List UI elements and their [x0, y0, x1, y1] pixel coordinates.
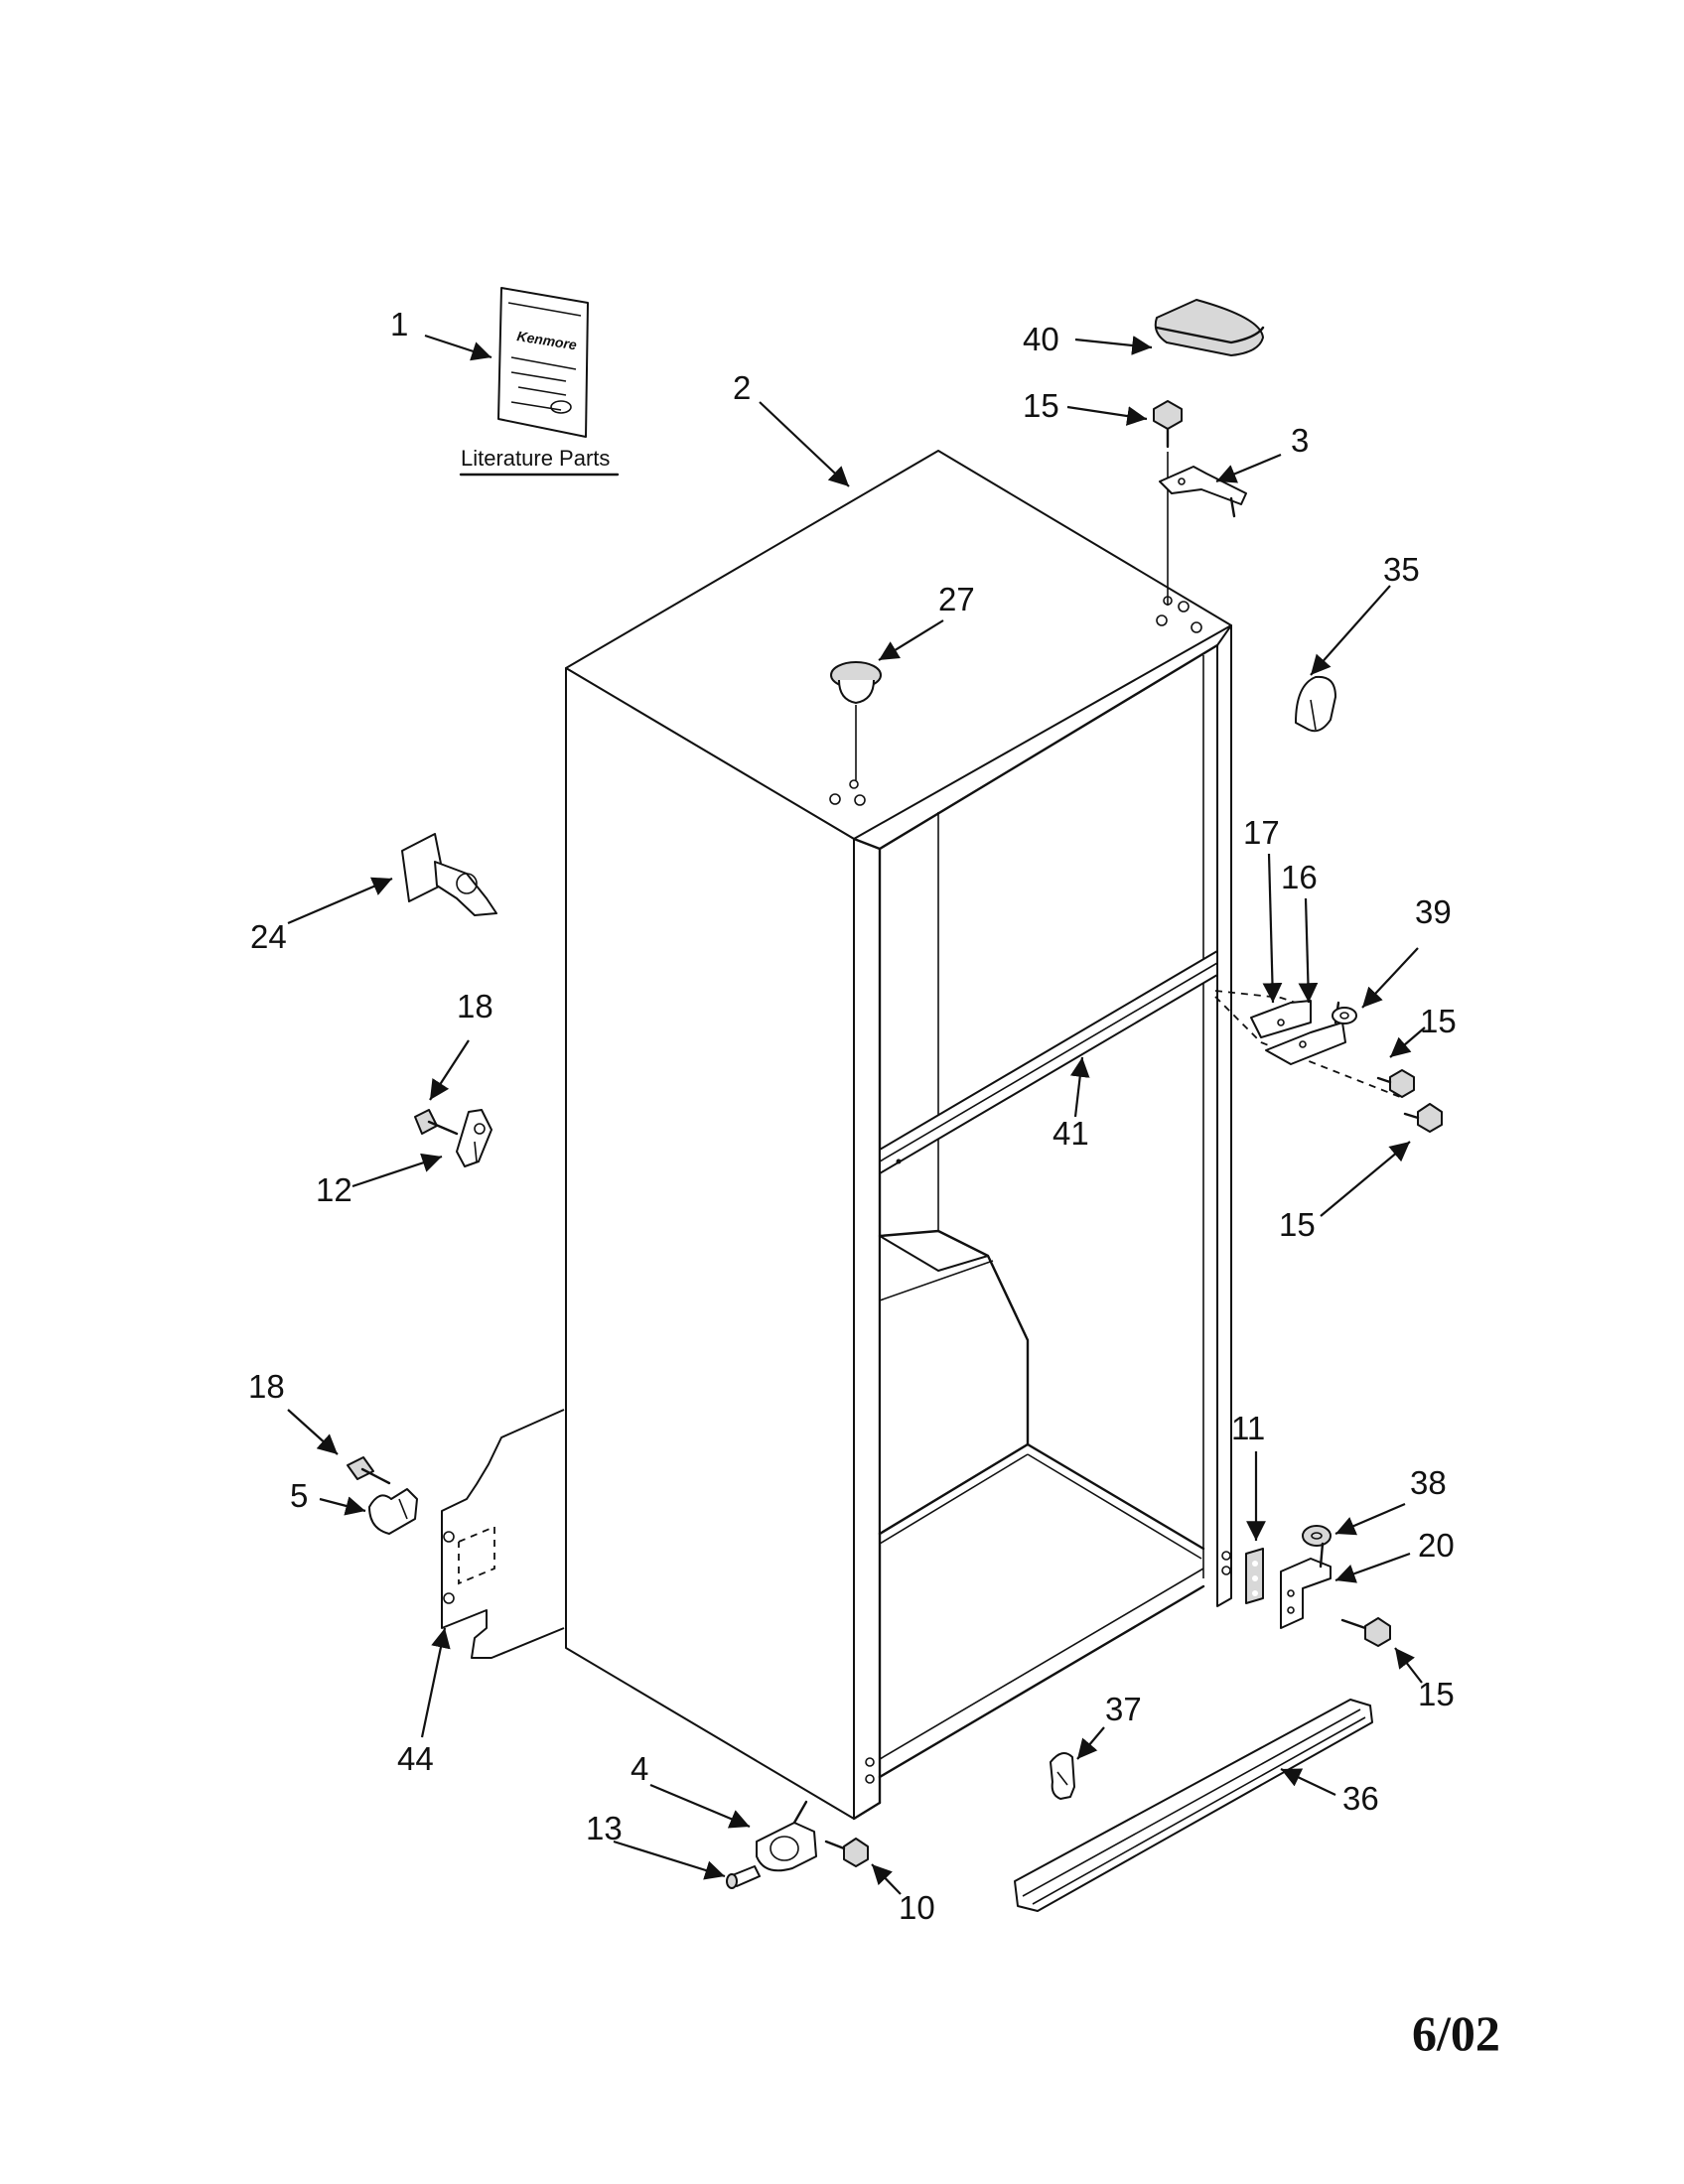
literature-parts-label: Literature Parts [461, 446, 610, 471]
upper-left-bracket [414, 1109, 492, 1167]
lower-left-screw [347, 1456, 391, 1485]
callout-numbers: 1 2 40 15 3 35 27 17 16 39 15 24 18 41 1… [248, 306, 1457, 1926]
callout-36: 36 [1342, 1780, 1379, 1817]
callout-40: 40 [1023, 321, 1059, 357]
bottom-hinge-screw [1340, 1617, 1391, 1647]
callout-15-bottom: 15 [1418, 1676, 1455, 1712]
hinge-cap [1295, 675, 1336, 733]
callout-39: 39 [1415, 893, 1452, 930]
callout-15-mid-lower: 15 [1279, 1206, 1316, 1243]
callout-4: 4 [631, 1750, 648, 1787]
callout-3: 3 [1291, 422, 1309, 459]
roller-bracket [756, 1800, 817, 1872]
top-screw [1153, 400, 1183, 606]
callout-20: 20 [1418, 1527, 1455, 1564]
callout-16: 16 [1281, 859, 1318, 895]
callout-12: 12 [316, 1171, 352, 1208]
callout-15-mid-upper: 15 [1420, 1003, 1457, 1039]
center-hinge-screws [1376, 1069, 1443, 1133]
callout-38: 38 [1410, 1464, 1447, 1501]
door-stop-pin [401, 833, 497, 916]
grille-clip [1050, 1752, 1075, 1800]
date-code: 6/02 [1412, 2005, 1500, 2061]
callout-35: 35 [1383, 551, 1420, 588]
callout-leaders [287, 334, 1426, 1895]
side-plate [441, 1409, 565, 1659]
callout-13: 13 [586, 1810, 623, 1846]
roller-pin [726, 1865, 761, 1889]
top-plug [830, 661, 882, 780]
callout-44: 44 [397, 1740, 434, 1777]
callout-11: 11 [1231, 1410, 1265, 1446]
hinge-clamp [368, 1488, 418, 1535]
bottom-hinge [1280, 1542, 1332, 1629]
center-hinge [1214, 990, 1401, 1098]
cabinet [565, 450, 1232, 1821]
hinge-washer-lower [1302, 1525, 1332, 1547]
callout-10: 10 [899, 1889, 935, 1926]
callout-18-upper: 18 [457, 988, 493, 1024]
toe-grille [1014, 1699, 1373, 1912]
callout-27: 27 [938, 581, 975, 617]
callout-5: 5 [290, 1477, 308, 1514]
hinge-cover [1154, 299, 1265, 356]
callout-37: 37 [1105, 1691, 1142, 1727]
callout-18-lower: 18 [248, 1368, 285, 1405]
top-hinge [1159, 466, 1247, 518]
callout-17: 17 [1243, 814, 1280, 851]
roller-screw [824, 1838, 869, 1867]
hinge-washer-upper [1332, 1007, 1357, 1024]
literature-booklet: Kenmore Literature Parts [459, 287, 620, 477]
callout-2: 2 [733, 369, 751, 406]
callout-24: 24 [250, 918, 287, 955]
callout-15-top: 15 [1023, 387, 1059, 424]
callout-1: 1 [390, 306, 408, 342]
callout-41: 41 [1052, 1115, 1089, 1152]
hinge-shim [1245, 1548, 1264, 1604]
